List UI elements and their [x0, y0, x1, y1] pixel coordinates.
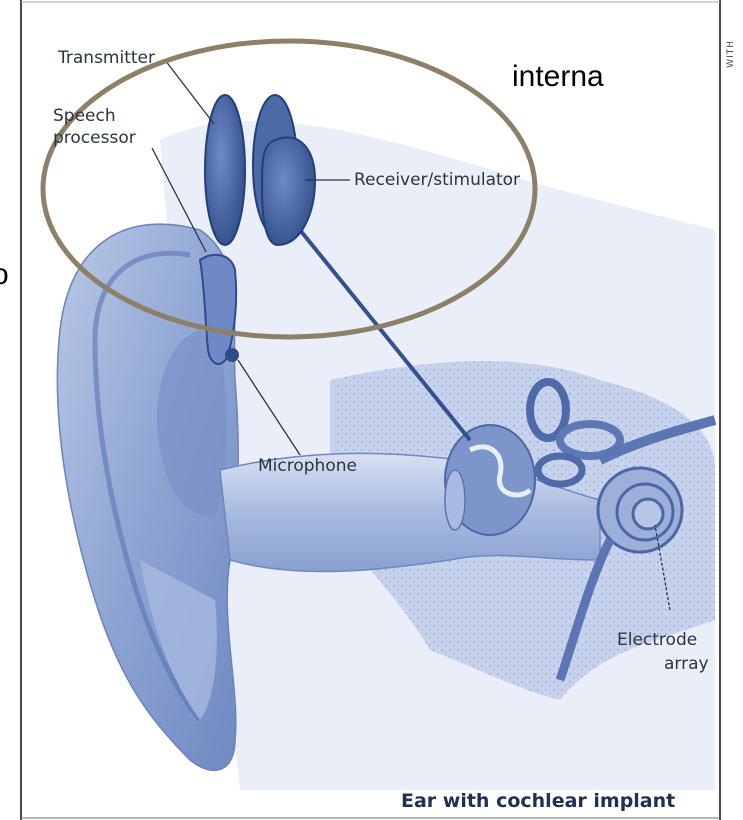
receiver-stimulator-label: Receiver/stimulator	[354, 170, 520, 191]
transmitter-leader	[165, 60, 214, 124]
microphone-label: Microphone	[258, 456, 357, 477]
margin-text: WITH	[726, 40, 736, 68]
eardrum	[445, 470, 465, 530]
microphone-device	[225, 348, 239, 362]
transmitter-label: Transmitter	[58, 48, 155, 69]
cut-off-letter: o	[0, 258, 9, 292]
overlay-word-interna: interna	[512, 60, 604, 94]
figure-caption: Ear with cochlear implant	[401, 790, 675, 812]
speech-processor-label-line1: Speech	[53, 106, 116, 127]
cochlea-turn-3	[633, 499, 663, 529]
transmitter-device	[205, 95, 245, 245]
electrode-array-label-line1: Electrode	[617, 630, 697, 651]
speech-processor-label-line2: processor	[53, 128, 136, 149]
electrode-array-label-line2: array	[664, 654, 709, 675]
